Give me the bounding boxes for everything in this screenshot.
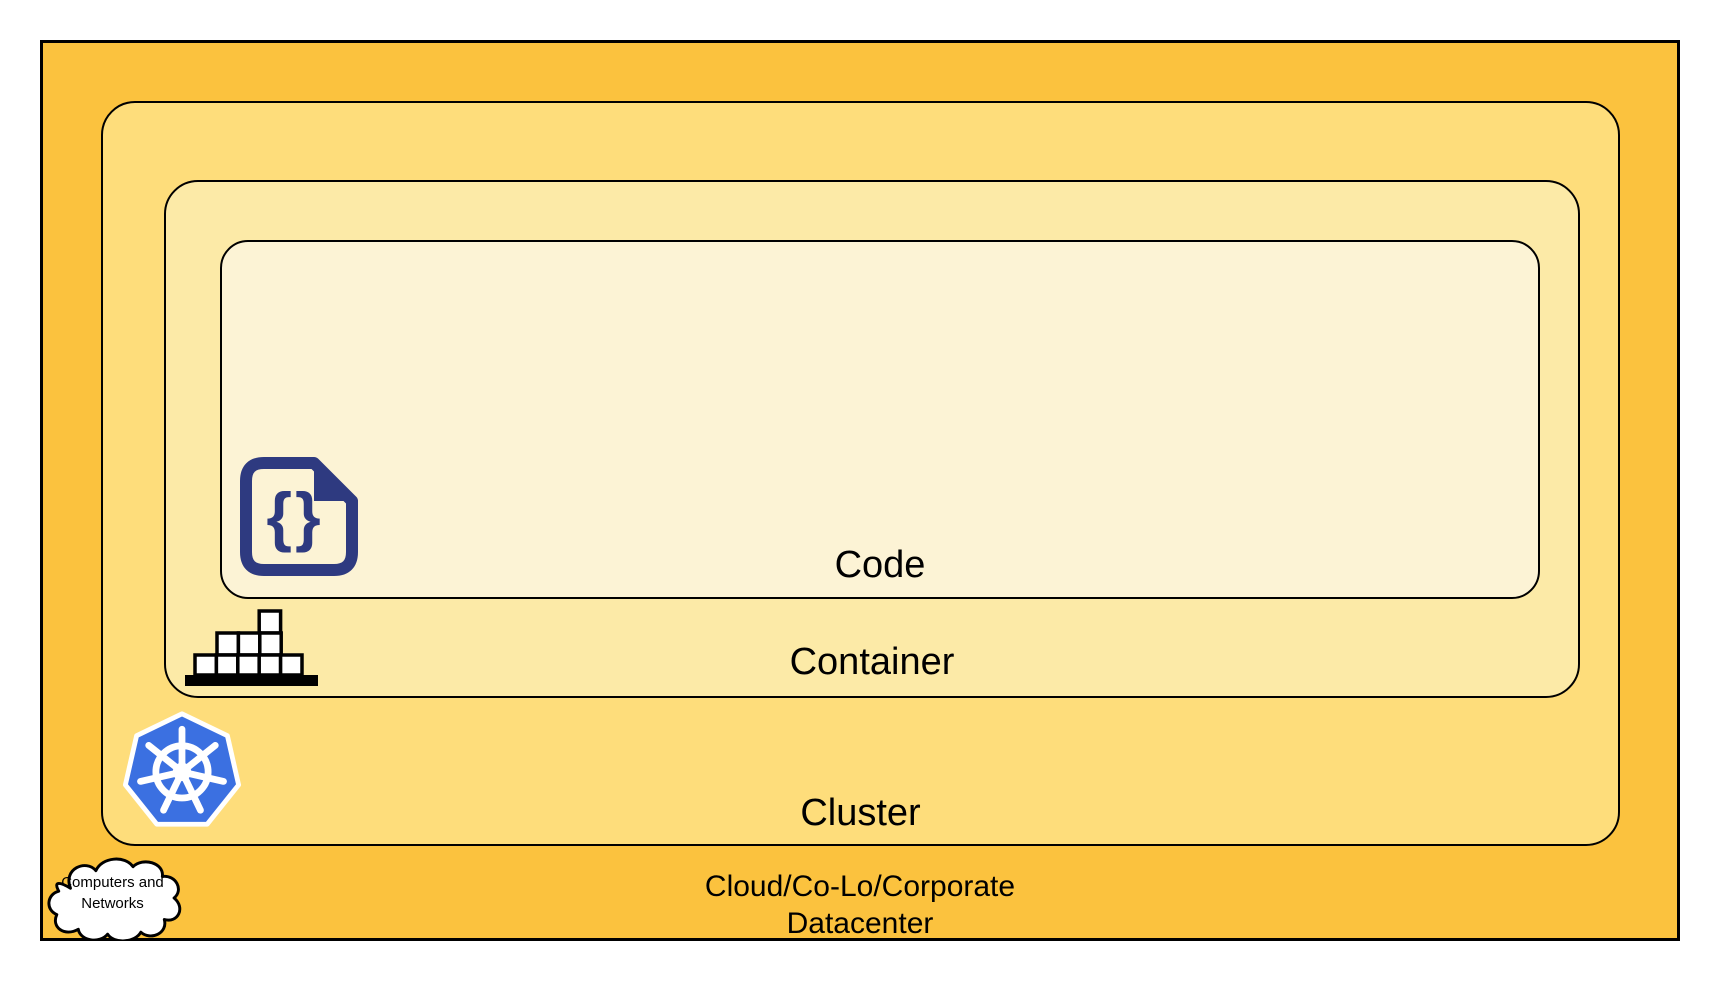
datacenter-label: Cloud/Co-Lo/Corporate Datacenter bbox=[43, 868, 1677, 942]
datacenter-label-line2: Datacenter bbox=[786, 907, 934, 940]
datacenter-label-line1: Cloud/Co-Lo/Corporate bbox=[704, 870, 1016, 903]
layer-cluster: {} Code bbox=[101, 101, 1620, 846]
cloud-badge-label-line2: Networks bbox=[81, 895, 144, 912]
cloud-badge-label: Computers and Networks bbox=[42, 872, 183, 914]
code-label: Code bbox=[834, 544, 926, 586]
layer-cloud-datacenter: {} Code bbox=[40, 40, 1680, 941]
kubernetes-icon bbox=[122, 711, 242, 827]
computers-networks-cloud-icon: Computers and Networks bbox=[42, 855, 183, 941]
container-stack-icon bbox=[185, 609, 318, 686]
cluster-label: Cluster bbox=[800, 792, 921, 834]
code-file-icon: {} bbox=[240, 457, 358, 576]
container-label: Container bbox=[789, 641, 955, 683]
layer-code: {} Code bbox=[220, 240, 1540, 599]
layer-container: {} Code bbox=[164, 180, 1580, 698]
cloud-badge-label-line1: Computers and bbox=[61, 874, 164, 891]
svg-text:{}: {} bbox=[266, 479, 323, 553]
